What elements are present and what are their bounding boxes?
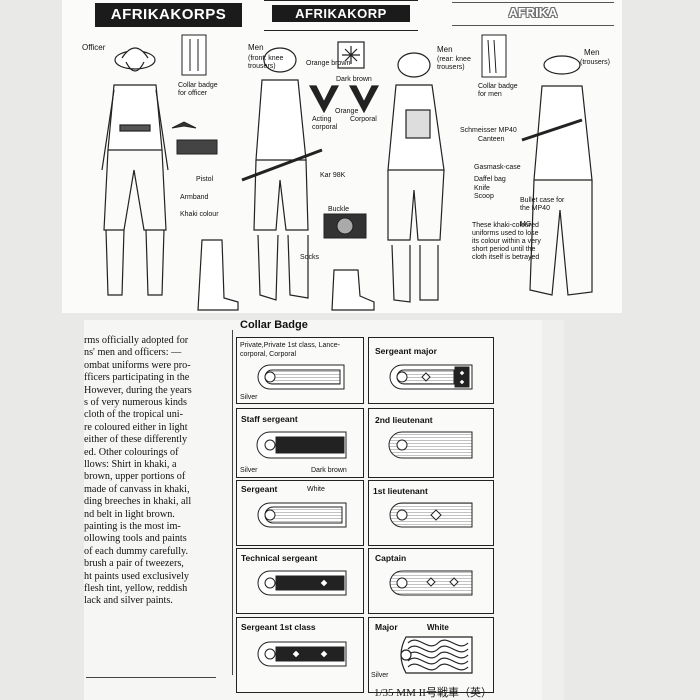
body-text-para1: rms officially adopted for ns' men and o… (84, 335, 234, 521)
label-men-front: Men (248, 43, 264, 52)
label-men-trousers: Men (584, 48, 600, 57)
body-line: ed. Other colourings of (84, 446, 179, 458)
label-knife: Knife (474, 185, 490, 192)
rank-note: Silver (240, 394, 258, 401)
footer-caption: 1/35 MM II号戦車（英） (374, 687, 492, 699)
men-trousers-figure (521, 55, 593, 296)
banner-afrikakorp-frame: AFRIKAKORP (264, 0, 418, 31)
boot-detail (331, 269, 375, 311)
label-pistol: Pistol (196, 176, 214, 183)
rank-note: White (307, 486, 325, 493)
label-dark-brown: Dark brown (336, 76, 372, 83)
label-socks: Socks (300, 254, 320, 261)
body-line: s of very numerous kinds (84, 397, 187, 409)
collar-badge-title: Collar Badge (240, 319, 308, 331)
rank-title: 1st lieutenant (373, 486, 428, 496)
body-line: ding breeches in khaki, all (84, 496, 192, 508)
label-men-rear: Men (437, 45, 453, 54)
body-line: ht paints used exclusively (84, 570, 189, 582)
body-line: lack and silver paints. (84, 595, 173, 607)
rank-title: Major (375, 622, 398, 632)
officer-figure (101, 47, 169, 296)
footer-rule (86, 677, 216, 678)
rank-title: Private,Private 1st class, Lance-corpora… (240, 342, 340, 358)
body-line: ombat uniforms were pro- (84, 359, 191, 371)
column-divider (232, 330, 233, 675)
body-line: flesh tint, yellow, reddish (84, 583, 188, 595)
uniform-illustration (101, 34, 593, 311)
rank-note-2: Dark brown (311, 467, 347, 474)
label-bullet-case: Bullet case for the MP40 (520, 197, 565, 212)
rank-title: Captain (375, 553, 407, 563)
rank-title: Sergeant major (375, 346, 437, 356)
banner-afrikakorp: AFRIKAKORP (272, 5, 410, 22)
body-line: fficers participating in the (84, 372, 190, 384)
page-edge (542, 320, 564, 700)
body-line: rms officially adopted for (84, 335, 189, 346)
label-collar-badge-men: Collar badge for men (478, 83, 518, 98)
men-front-figure (241, 47, 323, 301)
rank-title: Sergeant 1st class (241, 622, 316, 632)
label-scoop: Scoop (474, 193, 494, 200)
label-khaki-colour: Khaki colour (180, 211, 219, 218)
body-line: of each dummy carefully. (84, 545, 188, 557)
body-line: brown, upper portions of (84, 471, 186, 483)
body-line: However, during the years (84, 384, 192, 396)
rank-title: Sergeant (241, 484, 278, 494)
label-men-front-note: (front: knee trousers) (248, 55, 284, 70)
label-men-rear-note: (rear: knee trousers) (437, 56, 471, 71)
banner-afrika-frame: AFRIKA (452, 2, 614, 26)
rank-note-2: Silver (371, 672, 389, 679)
label-orange-brown: Orange brown (306, 60, 351, 67)
rank-note: White (427, 623, 449, 632)
body-line: cloth of the tropical uni- (84, 409, 184, 421)
body-line: brush a pair of tweezers, (84, 558, 184, 570)
label-gasmask: Gasmask-case (474, 164, 521, 171)
label-buckle: Buckle (328, 206, 350, 213)
label-kar98k: Kar 98K (320, 172, 346, 179)
label-schmeisser: Schmeisser MP40 (460, 127, 517, 134)
rank-note: Silver (240, 467, 258, 474)
shoulder-straps (256, 364, 473, 674)
body-line: ns' men and officers: — (84, 347, 182, 359)
rank-title: Staff sergeant (241, 414, 298, 424)
banner-afrikakorps: AFRIKAKORPS (95, 3, 242, 27)
rank-title: Technical sergeant (241, 553, 318, 563)
body-line: llows: Shirt in khaki, a (84, 459, 177, 471)
body-line: ollowing tools and paints (84, 533, 187, 545)
label-duffel: Daffel bag (474, 176, 506, 183)
label-khaki-note: These khaki-coloured uniforms used to lo… (472, 222, 541, 261)
rank-title: 2nd lieutenant (375, 415, 433, 425)
label-collar-badge-officer: Collar badge for officer (178, 82, 218, 97)
body-line: either of these differently (84, 434, 188, 446)
rank-chevrons (308, 41, 380, 114)
label-orange: Orange (335, 108, 359, 115)
body-line: painting is the most im- (84, 521, 181, 532)
label-officer: Officer (82, 43, 106, 52)
buckle-detail (323, 213, 367, 239)
banner-afrika: AFRIKA (508, 5, 558, 20)
label-armband: Armband (180, 194, 209, 201)
body-line: nd belt in light brown. (84, 508, 175, 520)
label-corporal: Corporal (350, 116, 377, 123)
label-canteen: Canteen (478, 136, 505, 143)
label-men-trousers-note: (trousers) (580, 59, 610, 66)
men-rear-figure (387, 52, 445, 303)
body-text-para2: painting is the most im- ollowing tools … (84, 521, 234, 608)
label-mg: MG (520, 221, 532, 228)
label-acting-corporal: Acting corporal (312, 116, 338, 131)
body-line: made of canvass in khaki, (84, 483, 190, 495)
body-line: re coloured either in light (84, 421, 188, 433)
